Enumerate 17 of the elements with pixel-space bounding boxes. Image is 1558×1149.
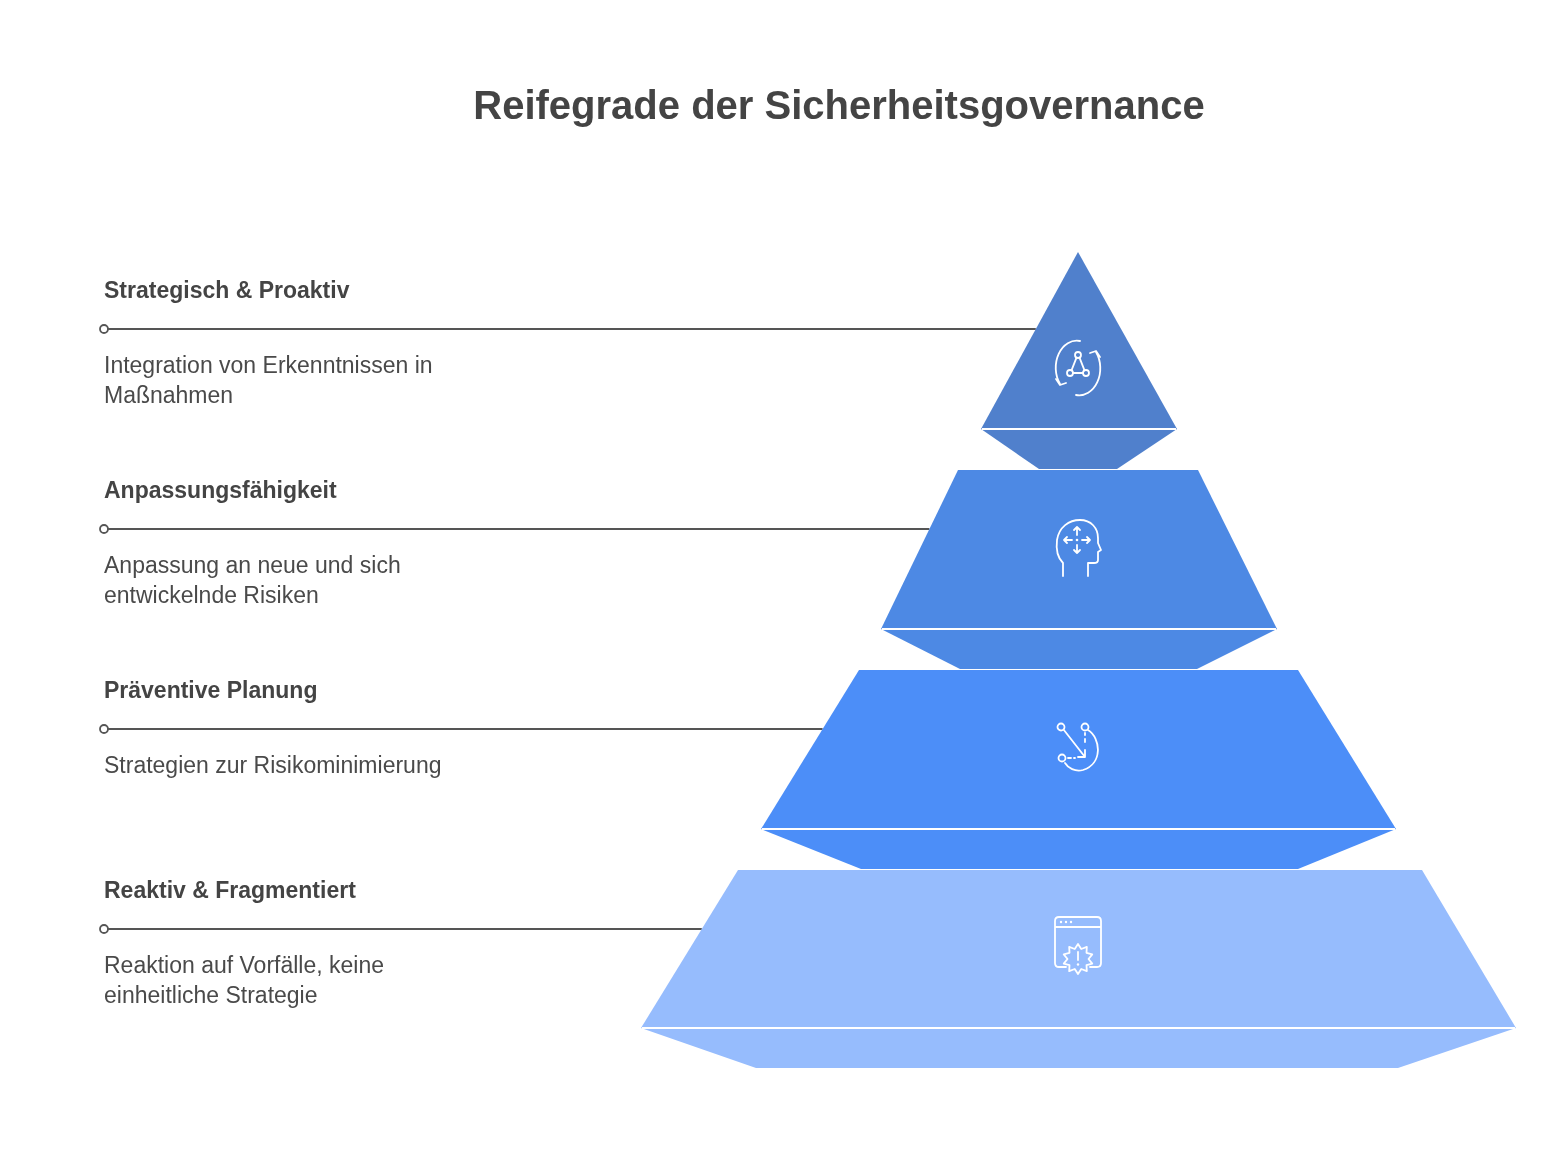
pyramid-level	[881, 470, 1277, 669]
leader-line	[99, 724, 824, 734]
level-heading: Anpassungsfähigkeit	[104, 476, 337, 505]
level-heading: Präventive Planung	[104, 676, 318, 705]
level-description: Reaktion auf Vorfälle, keine einheitliche Strategie	[104, 951, 385, 1010]
leader-line	[99, 924, 703, 934]
level-description: Strategien zur Risikominimierung	[104, 751, 442, 780]
leader-line	[99, 524, 931, 534]
level-heading: Strategisch & Proaktiv	[104, 276, 350, 305]
level-heading: Reaktiv & Fragmentiert	[104, 876, 356, 905]
leader-line	[99, 324, 1037, 334]
pyramid-top	[981, 252, 1177, 469]
diagram-title: Reifegrade der Sicherheitsgovernance	[473, 82, 1205, 129]
pyramid-level	[641, 870, 1516, 1068]
pyramid-level	[761, 670, 1396, 869]
level-description: Anpassung an neue und sich entwickelnde Risiken	[104, 551, 402, 610]
level-description: Integration von Erkenntnissen in Maßnahmen	[104, 351, 434, 410]
